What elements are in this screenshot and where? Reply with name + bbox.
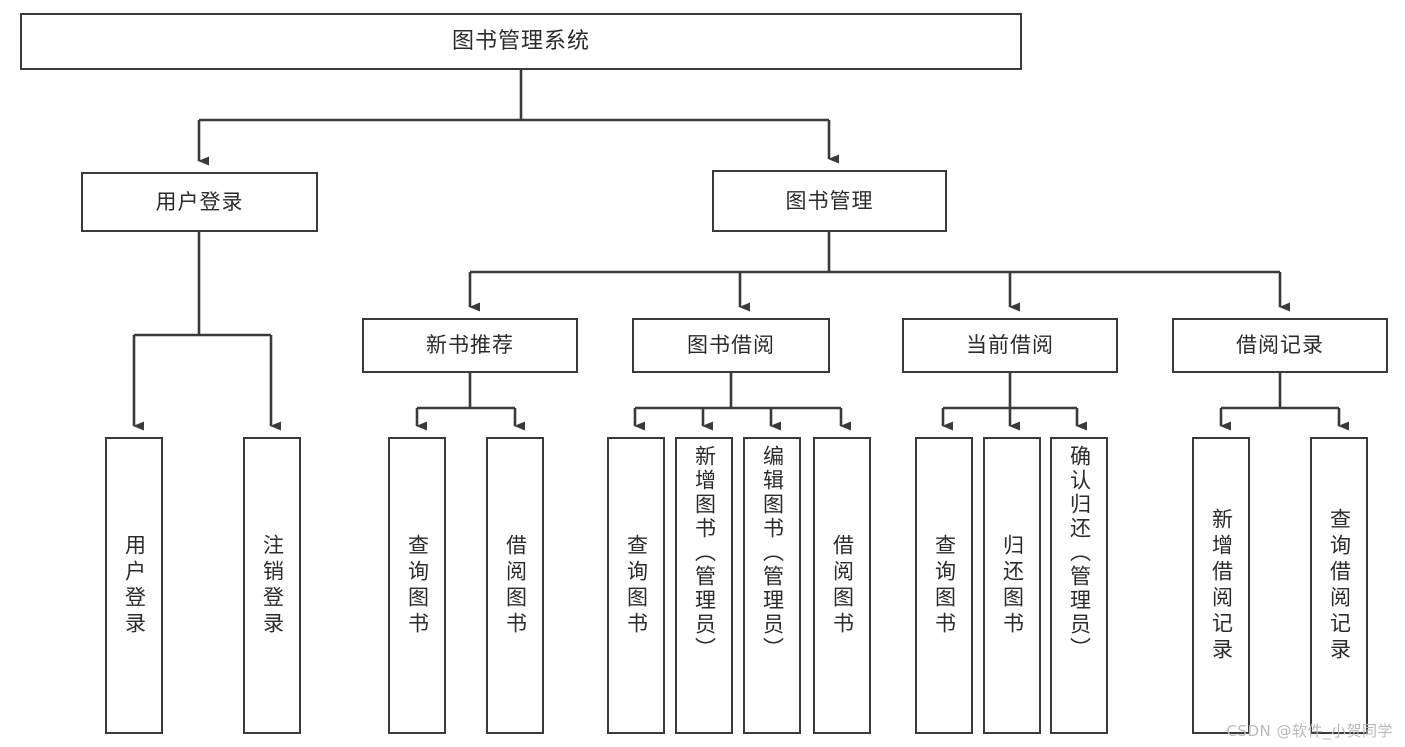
node-book-borrowing[interactable]: 图书借阅: [632, 318, 830, 373]
node-label: 借阅图书: [503, 533, 528, 638]
node-new-book-recommendation[interactable]: 新书推荐: [362, 318, 578, 373]
leaf-query-borrowing-record[interactable]: 查询借阅记录: [1310, 437, 1368, 734]
leaf-add-borrowing-record[interactable]: 新增借阅记录: [1192, 437, 1250, 734]
node-label: 图书管理系统: [451, 28, 590, 54]
node-book-management[interactable]: 图书管理: [712, 170, 947, 232]
node-label: 当前借阅: [966, 333, 1054, 358]
node-label: 借阅记录: [1236, 333, 1324, 358]
node-label: 图书管理: [785, 188, 874, 213]
leaf-confirm-return-admin[interactable]: 确认归还（管理员）: [1050, 437, 1108, 734]
leaf-edit-book-admin[interactable]: 编辑图书（管理员）: [743, 437, 801, 734]
node-label: 查询图书: [932, 533, 957, 638]
node-label: 查询图书: [624, 533, 649, 638]
node-label: 用户登录: [122, 533, 147, 638]
node-label: 确认归还（管理员）: [1067, 445, 1092, 661]
node-label: 用户登录: [155, 189, 244, 214]
leaf-query-book-recommendation[interactable]: 查询图书: [388, 437, 446, 734]
node-label: 新书推荐: [426, 333, 514, 358]
leaf-query-book-current[interactable]: 查询图书: [915, 437, 973, 734]
leaf-borrow-book-borrowing[interactable]: 借阅图书: [813, 437, 871, 734]
leaf-borrow-book-recommendation[interactable]: 借阅图书: [486, 437, 544, 734]
node-label: 借阅图书: [830, 533, 855, 638]
leaf-add-book-admin[interactable]: 新增图书（管理员）: [675, 437, 733, 734]
leaf-user-login[interactable]: 用户登录: [105, 437, 163, 734]
node-borrowing-record[interactable]: 借阅记录: [1172, 318, 1388, 373]
node-label: 图书借阅: [687, 333, 775, 358]
node-label: 新增借阅记录: [1209, 507, 1234, 664]
node-current-borrowing[interactable]: 当前借阅: [902, 318, 1118, 373]
node-user-login[interactable]: 用户登录: [81, 172, 318, 232]
node-label: 归还图书: [1000, 533, 1025, 638]
node-label: 查询借阅记录: [1327, 507, 1352, 664]
node-label: 新增图书（管理员）: [692, 445, 717, 661]
node-label: 注销登录: [260, 533, 285, 638]
node-label: 查询图书: [405, 533, 430, 638]
node-label: 编辑图书（管理员）: [760, 445, 785, 661]
leaf-query-book-borrowing[interactable]: 查询图书: [607, 437, 665, 734]
node-root-library-management-system[interactable]: 图书管理系统: [20, 13, 1022, 70]
csdn-watermark: CSDN @软件_小贺同学: [1226, 722, 1393, 740]
leaf-logout[interactable]: 注销登录: [243, 437, 301, 734]
leaf-return-book[interactable]: 归还图书: [983, 437, 1041, 734]
